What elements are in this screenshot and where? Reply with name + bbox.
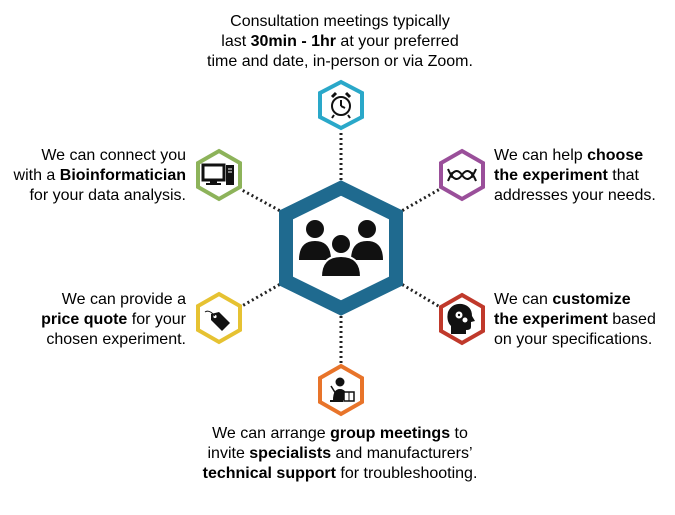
caption-upper-right-line-2: the experiment that [494,167,639,184]
caption-bottom: We can arrange group meetings to invite … [180,424,500,484]
dna-icon [447,168,477,182]
caption-bottom-line-3: technical support for troubleshooting. [202,465,478,482]
connector-upper-left [241,188,285,215]
computer-hexagon [196,148,242,202]
caption-lower-left-line-2: price quote for your [41,311,186,328]
group-people-icon [299,220,383,278]
connector-lower-right [397,280,441,309]
caption-upper-right: We can help choose the experiment that a… [494,146,656,206]
price-tag-icon [204,310,230,331]
head-gears-icon [447,303,475,334]
alarm-clock-icon [330,91,352,119]
clock-hexagon [318,79,364,131]
connector-upper-right [397,187,441,215]
brain-hexagon [439,292,485,346]
caption-lower-right-line-3: on your specifications. [494,331,653,348]
caption-upper-left-line-2: with a Bioinformatician [13,167,186,184]
caption-upper-right-line-3: addresses your needs. [494,187,656,204]
caption-top-line-3: time and date, in-person or via Zoom. [207,53,473,70]
connector-lower-left [241,280,285,308]
tag-hexagon [196,291,242,345]
caption-bottom-line-2: invite specialists and manufacturers’ [207,445,473,462]
caption-upper-right-line-1: We can help choose [494,147,644,164]
caption-upper-left: We can connect you with a Bioinformatici… [10,146,186,206]
caption-top-line-2: last 30min - 1hr at your preferred [221,33,459,50]
caption-upper-left-line-3: for your data analysis. [29,187,186,204]
caption-bottom-line-1: We can arrange group meetings to [212,425,468,442]
connectors [241,133,441,364]
caption-top: Consultation meetings typically last 30m… [190,12,490,72]
caption-lower-right-line-1: We can customize [494,291,631,308]
support-hexagon [318,363,364,417]
caption-lower-left-line-1: We can provide a [61,291,186,308]
caption-upper-left-line-1: We can connect you [41,147,186,164]
caption-top-line-1: Consultation meetings typically [230,13,450,30]
desktop-computer-icon [201,163,234,185]
center-hexagon [279,180,403,316]
caption-lower-right: We can customize the experiment based on… [494,290,656,350]
caption-lower-right-line-2: the experiment based [494,311,656,328]
dna-hexagon [439,148,485,202]
caption-lower-left: We can provide a price quote for your ch… [10,290,186,350]
caption-lower-left-line-3: chosen experiment. [46,331,186,348]
presenter-icon [330,377,355,402]
